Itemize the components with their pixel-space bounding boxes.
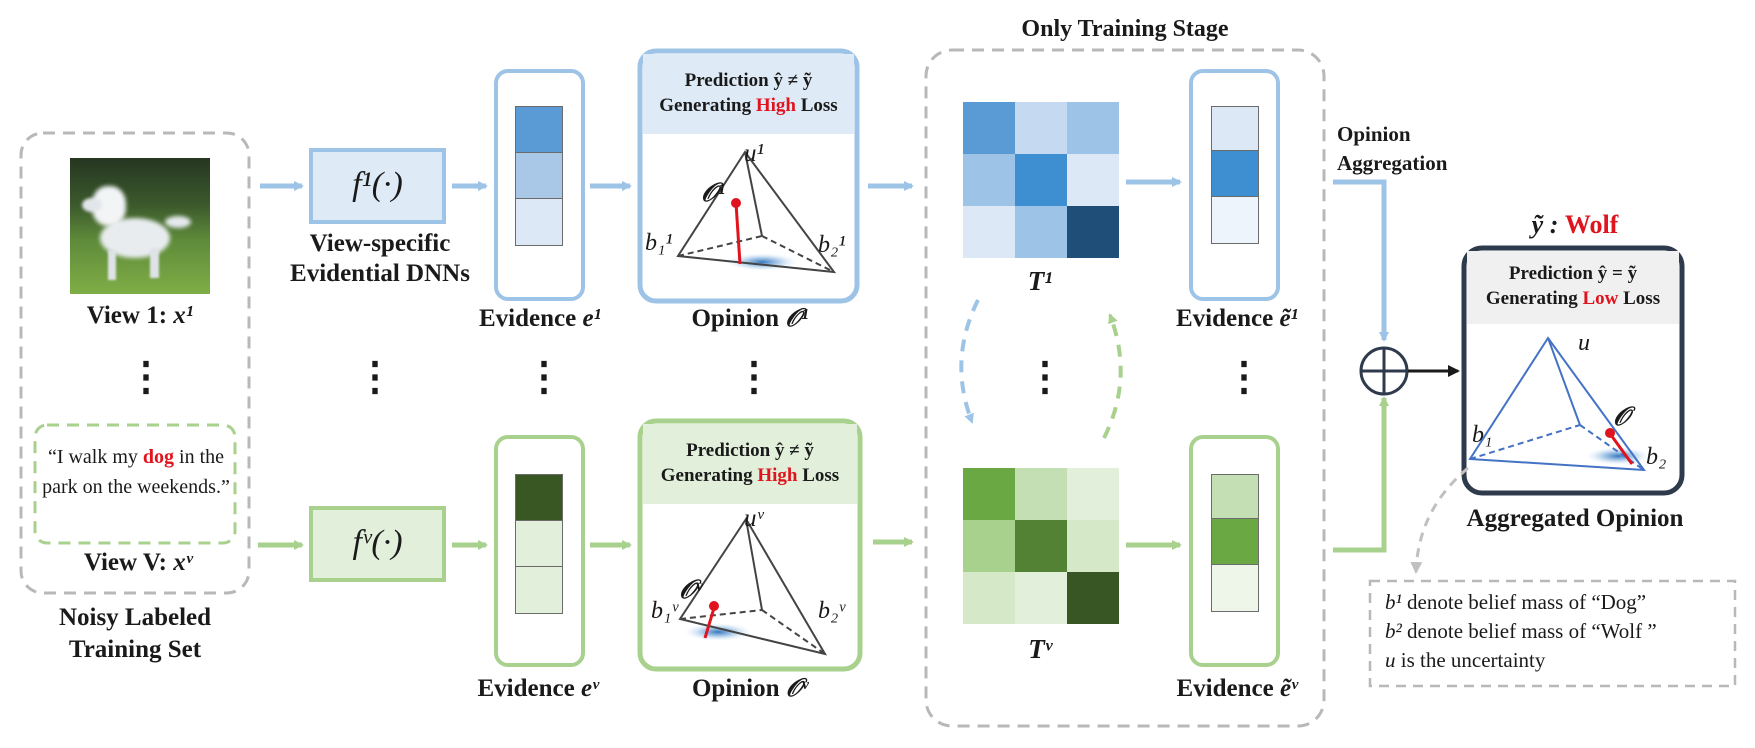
evidence-eV-cell-3 [515, 566, 563, 614]
legend-note-box [1368, 579, 1737, 688]
evidence-eV-cell-2 [515, 520, 563, 568]
training-stage-container [924, 48, 1326, 728]
aggregated-opinion-header: Prediction ŷ = ỹ Generating Low Loss [1485, 263, 1661, 309]
matrix-T1-cell-5 [1015, 154, 1067, 206]
opinion-top-caption: Opinion 𝒪¹ [691, 305, 809, 332]
legend-line-2: b² denote belief mass of “Wolf ” [1385, 619, 1657, 643]
tetrahedron-bottom [678, 517, 828, 656]
matrix-TV-cell-1 [963, 468, 1015, 520]
arrow-et1-to-aggregation [1333, 179, 1389, 342]
opinion-top-o-label: 𝒪¹ [701, 178, 726, 207]
network-f1-box [309, 148, 446, 224]
opinion-top-u-label: u¹ [744, 140, 764, 167]
network-f1-label: f¹(·) [352, 166, 403, 203]
training-stage-title: Only Training Stage [1021, 16, 1229, 42]
evidence-e1-cell-1 [515, 106, 563, 154]
aggregated-b1-label: b₁ [1472, 422, 1493, 448]
matrix-T1-cell-2 [1015, 102, 1067, 154]
evidence-eV-cell-1 [515, 474, 563, 522]
opinion-bottom-header: Prediction ŷ ≠ ỹ Generating High Loss [660, 440, 840, 486]
transition-matrix-T1 [963, 102, 1119, 258]
matrix-T1-cell-4 [963, 154, 1015, 206]
evidence-e1-cell-3 [515, 198, 563, 246]
T1-label: T¹ [1027, 266, 1053, 296]
ellipsis-opinion: ⋮ [734, 354, 774, 399]
opinion-top-b1-label: b₁¹ [645, 230, 673, 256]
legend-line-3: u is the uncertainty [1385, 648, 1546, 672]
aggregated-opinion-caption: Aggregated Opinion [1466, 505, 1684, 532]
network-fV-label: fᵛ(·) [352, 524, 403, 561]
matrix-TV-cell-4 [963, 520, 1015, 572]
view1-label: View 1: x¹ [86, 302, 194, 329]
matrix-T1-cell-1 [963, 102, 1015, 154]
ellipsis-evidence: ⋮ [524, 354, 564, 399]
ellipsis-networks: ⋮ [355, 354, 395, 399]
noisy-label-y: ỹ : Wolf [1531, 210, 1619, 239]
matrix-TV-cell-7 [963, 572, 1015, 624]
viewV-label: View V: xᵛ [83, 549, 193, 576]
matrix-TV-cell-8 [1015, 572, 1067, 624]
aggregated-o-label: 𝒪 [1613, 402, 1630, 431]
evidence-eV-label: Evidence eᵛ [477, 675, 599, 702]
circled-plus-icon [1359, 346, 1409, 396]
networks-caption: View-specific Evidential DNNs [290, 230, 470, 287]
opinion-top-header: Prediction ŷ ≠ ỹ Generating High Loss [659, 70, 838, 116]
matrix-TV-cell-2 [1015, 468, 1067, 520]
evidence-e1-cell-2 [515, 152, 563, 200]
evidence-etV-cell-2 [1211, 518, 1259, 566]
evidence-etV-cell-3 [1211, 564, 1259, 612]
transition-matrix-TV [963, 468, 1119, 624]
text-view-box [33, 423, 237, 545]
opinion-bottom-o-label: 𝒪ᵛ [679, 575, 703, 604]
ellipsis-dataset: ⋮ [126, 354, 166, 399]
matrix-T1-cell-3 [1067, 102, 1119, 154]
dashed-arrow-T1-to-TV [959, 299, 980, 424]
aggregated-b2-label: b₂ [1646, 444, 1667, 470]
evidence-et1-label: Evidence ẽ¹ [1175, 305, 1299, 332]
opinion-bottom-b2-label: b₂ᵛ [818, 598, 846, 624]
training-set-caption: Noisy Labeled Training Set [58, 604, 212, 663]
dog-photo-icon [70, 158, 210, 294]
evidence-e1-label: Evidence e¹ [478, 305, 602, 332]
matrix-T1-cell-9 [1067, 206, 1119, 258]
TV-label: Tᵛ [1028, 634, 1052, 664]
network-fV-box [309, 506, 446, 582]
matrix-TV-cell-6 [1067, 520, 1119, 572]
matrix-TV-cell-5 [1015, 520, 1067, 572]
evidence-etV-cell-1 [1211, 474, 1259, 520]
opinion-bottom-caption: Opinion 𝒪ᵛ [691, 675, 809, 702]
opinion-top-b2-label: b₂¹ [818, 232, 846, 258]
matrix-T1-cell-6 [1067, 154, 1119, 206]
opinion-bottom-u-label: uᵛ [744, 505, 764, 532]
dashed-arrow-TV-to-T1 [1102, 313, 1123, 439]
tetrahedron-aggregated [1468, 336, 1650, 472]
evidence-etV-label: Evidence ẽᵛ [1176, 675, 1298, 702]
training-set-container [19, 131, 251, 595]
opinion-aggregation-label: Opinion Aggregation [1337, 122, 1448, 175]
evidence-et1-cell-3 [1211, 196, 1259, 244]
matrix-TV-cell-9 [1067, 572, 1119, 624]
ellipsis-evidence-tilde: ⋮ [1224, 354, 1264, 399]
aggregated-u-label: u [1578, 330, 1590, 356]
tetrahedron-top [676, 150, 837, 274]
legend-line-1: b¹ denote belief mass of “Dog” [1385, 590, 1647, 614]
text-view-sample: “I walk my dog in the park on the weeken… [42, 446, 230, 498]
evidence-et1-cell-2 [1211, 150, 1259, 198]
matrix-T1-cell-8 [1015, 206, 1067, 258]
arrow-etV-to-aggregation [1333, 396, 1389, 553]
matrix-T1-cell-7 [963, 206, 1015, 258]
opinion-bottom-b1-label: b₁ᵛ [651, 598, 679, 624]
evidence-et1-cell-1 [1211, 106, 1259, 152]
ellipsis-training-stage: ⋮ [1025, 354, 1065, 399]
matrix-TV-cell-3 [1067, 468, 1119, 520]
